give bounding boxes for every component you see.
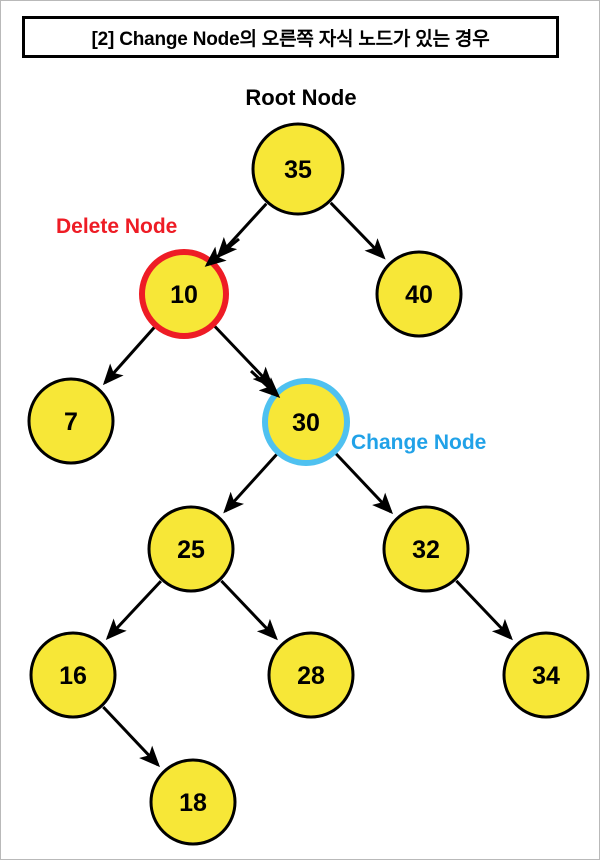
change-node-label: Change Node [351,431,487,454]
node-circle-30 [262,378,350,466]
node-circle-25 [147,505,235,593]
node-layer: 35 10 40 7 30 25 32 16 28 34 18 [27,122,590,846]
tree-node-7[interactable]: 7 [27,377,115,465]
tree-node-16[interactable]: 16 [29,631,117,719]
node-value-35: 35 [284,156,312,184]
node-value-7: 7 [64,408,78,436]
change-node-pointer [249,369,281,399]
node-value-10: 10 [170,281,198,309]
node-circle-32 [382,505,470,593]
node-circle-35 [251,122,345,216]
node-value-25: 25 [177,536,205,564]
tree-edge-n25-to-n28 [220,579,278,641]
node-value-40: 40 [405,281,433,309]
edge-layer [102,201,513,768]
tree-edge-n30-to-n25 [223,452,279,514]
node-circle-7 [27,377,115,465]
node-circle-40 [375,250,463,338]
node-value-16: 16 [59,662,87,690]
tree-node-10[interactable]: 10 [139,249,229,339]
node-value-34: 34 [532,662,560,690]
tree-edge-n16-to-n18 [102,705,161,768]
tree-node-34[interactable]: 34 [502,631,590,719]
node-value-18: 18 [179,789,207,817]
tree-node-40[interactable]: 40 [375,250,463,338]
tree-edge-n32-to-n34 [455,579,513,641]
tree-node-30[interactable]: 30 [262,378,350,466]
node-circle-10 [139,249,229,339]
node-circle-34 [502,631,590,719]
node-value-30: 30 [292,409,320,437]
tree-edge-n30-to-n32 [334,452,394,515]
tree-node-32[interactable]: 32 [382,505,470,593]
delete-node-label: Delete Node [56,215,178,238]
tree-node-28[interactable]: 28 [267,631,355,719]
node-value-32: 32 [412,536,440,564]
node-circle-16 [29,631,117,719]
tree-node-35[interactable]: 35 [251,122,345,216]
root-node-label: Root Node [245,85,357,110]
page-title: [2] Change Node의 오른쪽 자식 노드가 있는 경우 [91,28,490,50]
tree-edge-n10-to-n7 [102,325,156,386]
tree-node-25[interactable]: 25 [147,505,235,593]
tree-edge-n35-to-n40 [329,201,386,260]
tree-node-18[interactable]: 18 [149,758,237,846]
node-value-28: 28 [297,662,325,690]
delete-node-pointer [204,237,240,267]
node-circle-18 [149,758,237,846]
tree-edge-n10-to-n30 [213,324,274,388]
title-box: [2] Change Node의 오른쪽 자식 노드가 있는 경우 [22,16,559,58]
tree-edge-n25-to-n16 [105,580,163,640]
annotation-arrow-layer [204,237,281,399]
node-circle-28 [267,631,355,719]
